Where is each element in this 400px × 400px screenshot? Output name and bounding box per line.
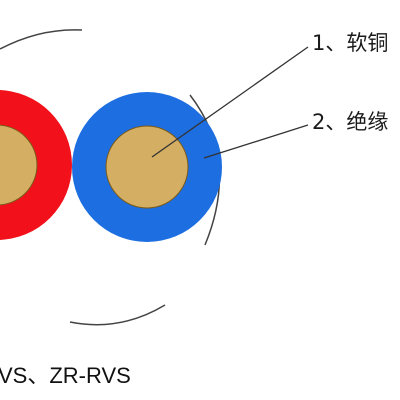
sheath-arc-bottom <box>69 304 166 326</box>
cable-model-text: VS、ZR-RVS <box>0 363 131 388</box>
leader-line-copper <box>151 46 309 158</box>
label-insulation: 2、绝缘 <box>312 110 388 134</box>
label-insulation-number: 2、 <box>312 110 346 134</box>
leader-line-insulation <box>203 124 309 159</box>
label-copper-text: 软铜 <box>346 31 388 55</box>
label-copper-number: 1、 <box>312 31 346 55</box>
label-insulation-text: 绝缘 <box>346 110 388 134</box>
red-conductor-core <box>0 124 38 206</box>
blue-conductor-core <box>105 125 189 209</box>
label-copper-conductor: 1、软铜 <box>312 31 388 55</box>
sheath-arc-top <box>0 29 83 50</box>
